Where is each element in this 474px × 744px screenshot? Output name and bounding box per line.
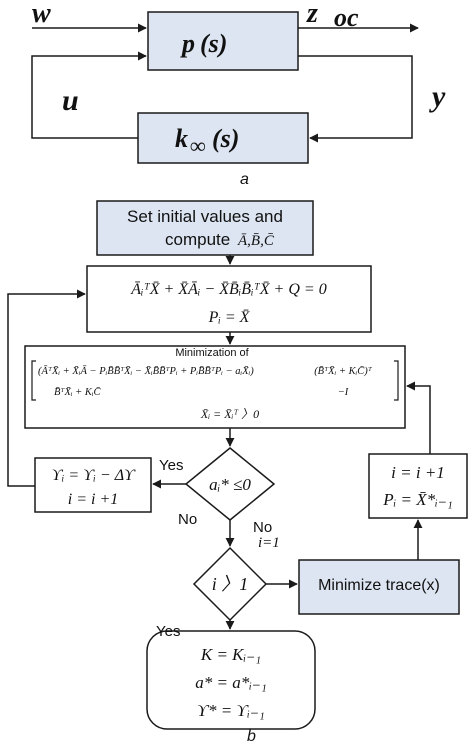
lmi-m11: (ĀᵀX̄ᵢ + X̄ᵢĀ − PᵢB̄B̄ᵀX̄ᵢ − X̄ᵢB̄B̄ᵀPᵢ …: [38, 365, 254, 377]
diagram-a-labels: w z oc u y p (s) k ∞ (s) a: [32, 0, 446, 188]
update-right-box: [368, 453, 468, 519]
minimize-trace-text: Minimize trace(x): [318, 577, 440, 594]
update-left-line1: ϒᵢ = ϒᵢ − Δϒ: [52, 467, 136, 484]
decision-a-star-text: aᵢ* ≤0: [209, 475, 251, 494]
final-line2: a* = a*ᵢ₋₁: [195, 673, 267, 692]
caption-a: a: [240, 171, 249, 188]
z-sub-label: oc: [334, 3, 359, 32]
diagram-a: [31, 11, 419, 164]
update-right-line1: i = i +1: [391, 463, 445, 482]
minimize-trace-box: [298, 559, 460, 615]
lmi-m12: (B̄ᵀX̄ᵢ + KᵢC̄)ᵀ: [314, 365, 373, 377]
final-line1: K = Kᵢ₋₁: [200, 645, 261, 664]
label-i-eq-1: i=1: [258, 535, 280, 551]
decision-i-text: i 〉1: [212, 574, 249, 594]
label-yes-2: Yes: [156, 623, 180, 640]
controller-sub: ∞: [190, 133, 206, 158]
lmi-constraint: X̄ᵢ = X̄ᵢᵀ 〉0: [200, 407, 259, 421]
w-label: w: [32, 0, 51, 29]
u-feedback-line: [31, 51, 147, 139]
init-box: [96, 200, 314, 256]
diagram-b-texts: Set initial values and compute Ā,B̄,C̄ Ā…: [38, 207, 453, 744]
label-yes-1: Yes: [159, 457, 183, 474]
diagram-b-shapes: [7, 200, 468, 730]
plant-block: [147, 11, 299, 71]
update-left-line2: i = i +1: [68, 491, 118, 508]
arrow-update-right-to-lmi: [406, 381, 431, 454]
lmi-matrix-brackets: [31, 360, 399, 401]
riccati-equation: ĀᵢᵀX̄ + X̄Āᵢ − X̄B̄ᵢB̄ᵢᵀX̄ + Q = 0: [130, 281, 326, 298]
init-line1: Set initial values and: [127, 207, 283, 226]
caption-b: b: [247, 728, 256, 744]
u-label: u: [62, 84, 79, 117]
label-no-1: No: [178, 511, 197, 528]
riccati-box: [86, 265, 372, 333]
lmi-title: Minimization of: [175, 347, 249, 359]
label-no-2: No: [253, 519, 272, 536]
y-feedback-line: [298, 55, 413, 143]
plant-arg: (s): [200, 29, 227, 58]
init-math: Ā,B̄,C̄: [237, 233, 275, 249]
lmi-box: [24, 345, 406, 429]
riccati-assign: Pᵢ = X̄: [208, 309, 251, 326]
controller-name: k: [175, 124, 188, 153]
lmi-m21: B̄ᵀX̄ᵢ + KᵢC̄: [54, 386, 102, 398]
controller-arg: (s): [212, 124, 239, 153]
plant-name: p: [180, 29, 195, 58]
lmi-m22: −I: [338, 387, 349, 398]
y-label: y: [429, 80, 446, 113]
z-label: z: [306, 0, 318, 29]
arrow-update-left-loop: [7, 289, 86, 487]
update-left-box: [34, 457, 152, 513]
controller-block: [137, 112, 309, 164]
init-line2: compute: [165, 230, 230, 249]
update-right-line2: Pᵢ = X̄*ᵢ₋₁: [382, 490, 453, 509]
final-box: [146, 630, 316, 730]
final-line3: ϒ* = ϒᵢ₋₁: [197, 701, 265, 720]
